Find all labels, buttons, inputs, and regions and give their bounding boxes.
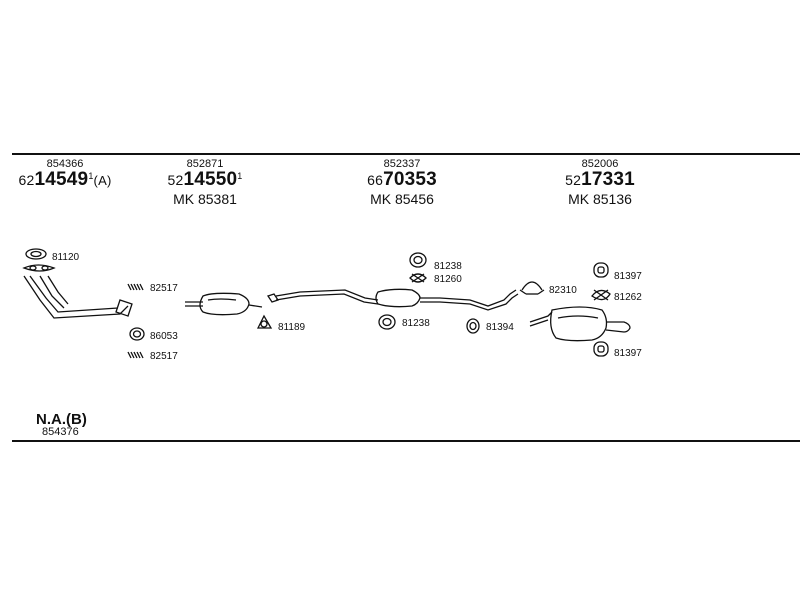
bottom-rule: [12, 440, 800, 442]
group-top-code: 852337: [383, 158, 421, 170]
header-group-1: 854366 62145491(A): [10, 158, 120, 191]
part-label-86053: 86053: [150, 331, 178, 342]
part-number-prefix: 52: [565, 172, 582, 188]
part-number-sup: 1: [237, 171, 243, 181]
clamp-82310-icon: [519, 281, 545, 295]
hanger-81260-icon: [409, 273, 427, 283]
part-number-prefix: 66: [367, 172, 384, 188]
header-group-3: 852337 6670353 MK 85456: [347, 158, 457, 207]
ring-86053-icon: [129, 327, 145, 341]
part-label-81397-bottom: 81397: [614, 348, 642, 359]
na-label: N.A.: [36, 411, 66, 428]
rear-silencer-icon: [529, 306, 631, 342]
part-number-main: 14550: [183, 169, 238, 190]
part-label-82310: 82310: [549, 285, 577, 296]
catalytic-converter-icon: [185, 292, 263, 316]
top-rule: [12, 153, 800, 155]
part-label-81238-top: 81238: [434, 261, 462, 272]
part-label-82517-top: 82517: [150, 283, 178, 294]
footer-code: 854376: [42, 426, 79, 438]
clamp-82517-icon: [127, 283, 144, 359]
group-part-number: 6670353: [347, 169, 457, 191]
part-label-81238-bottom: 81238: [402, 318, 430, 329]
footer-na: N.A.(B): [36, 411, 87, 429]
gasket-81394-icon: [466, 318, 480, 334]
group-mk-code: MK 85456: [370, 191, 434, 207]
middle-pipe-icon: [266, 288, 519, 311]
group-top-code: 854366: [46, 158, 84, 170]
group-mk-code: MK 85136: [568, 191, 632, 207]
part-number-suffix: (A): [93, 173, 112, 188]
part-number-main: 17331: [581, 169, 635, 190]
part-label-81120: 81120: [52, 252, 80, 263]
gasket-81120-icon: [22, 248, 56, 272]
header-group-4: 852006 5217331 MK 85136: [545, 158, 655, 207]
part-number-main: 70353: [383, 169, 437, 190]
ring-81397-icon: [593, 262, 609, 357]
part-number-sup: 1: [88, 171, 94, 181]
part-label-81262: 81262: [614, 292, 642, 303]
header-group-2: 852871 52145501 MK 85381: [150, 158, 260, 207]
group-part-number: 5217331: [545, 169, 655, 191]
ring-81238-icon: [378, 252, 427, 330]
part-label-81397-top: 81397: [614, 271, 642, 282]
part-number-prefix: 62: [18, 172, 35, 188]
na-suffix: (B): [66, 411, 87, 428]
part-label-81189: 81189: [278, 322, 306, 333]
group-mk-code: MK 85381: [173, 191, 237, 207]
part-number-prefix: 52: [167, 172, 184, 188]
part-label-82517-bottom: 82517: [150, 351, 178, 362]
gasket-81189-icon: [256, 314, 273, 329]
part-label-81260: 81260: [434, 274, 462, 285]
group-top-code: 852006: [581, 158, 619, 170]
part-label-81394: 81394: [486, 322, 514, 333]
part-number-main: 14549: [34, 169, 89, 190]
group-top-code: 852871: [186, 158, 224, 170]
front-pipe-icon: [23, 275, 133, 319]
group-part-number: 52145501: [150, 169, 260, 191]
group-part-number: 62145491(A): [10, 169, 120, 191]
hanger-81262-icon: [591, 289, 611, 301]
